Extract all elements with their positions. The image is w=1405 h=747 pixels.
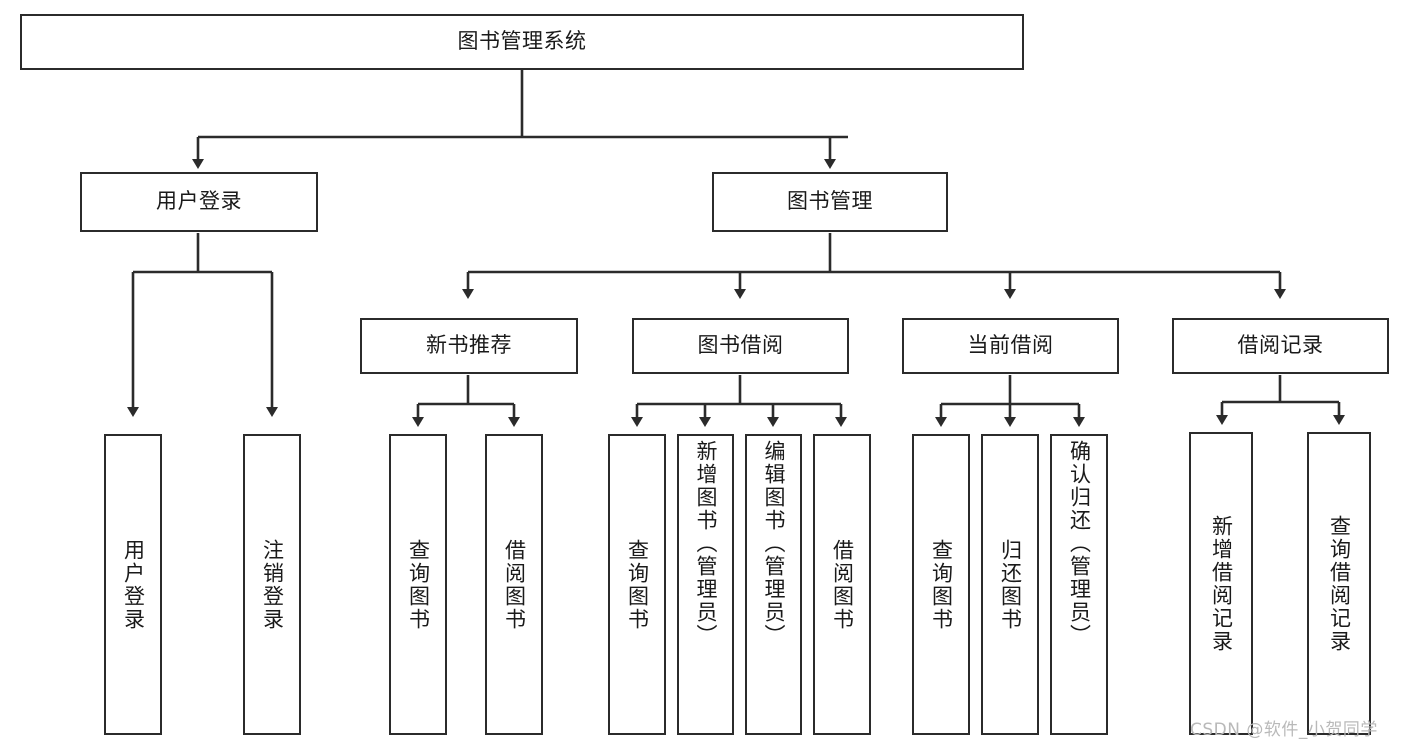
node-leaf-logout[interactable]: 注销登录	[243, 434, 301, 735]
node-leaf-add-record-label: 新增借阅记录	[1209, 514, 1234, 653]
node-current-borrow[interactable]: 当前借阅	[902, 318, 1119, 374]
node-leaf-query-book-3-label: 查询图书	[929, 538, 954, 631]
csdn-watermark: CSDN @软件_小贺同学	[1190, 720, 1378, 740]
node-leaf-user-login[interactable]: 用户登录	[104, 434, 162, 735]
node-book-borrow-label: 图书借阅	[697, 333, 784, 358]
node-leaf-query-record[interactable]: 查询借阅记录	[1307, 432, 1371, 735]
node-root-label: 图书管理系统	[457, 29, 587, 54]
node-borrow-record[interactable]: 借阅记录	[1172, 318, 1389, 374]
node-user-login[interactable]: 用户登录	[80, 172, 318, 232]
node-leaf-borrow-book-2-label: 借阅图书	[830, 538, 855, 631]
node-root[interactable]: 图书管理系统	[20, 14, 1024, 70]
node-leaf-query-book-1-label: 查询图书	[406, 538, 431, 631]
node-leaf-query-book-2-label: 查询图书	[625, 538, 650, 631]
node-leaf-add-book-label: 新增图书（管理员）	[694, 440, 718, 647]
node-leaf-query-book-1[interactable]: 查询图书	[389, 434, 447, 735]
node-book-manage-label: 图书管理	[787, 189, 873, 214]
node-new-book-rec[interactable]: 新书推荐	[360, 318, 578, 374]
node-leaf-return-book[interactable]: 归还图书	[981, 434, 1039, 735]
node-leaf-query-record-label: 查询借阅记录	[1327, 514, 1352, 653]
node-leaf-edit-book[interactable]: 编辑图书（管理员）	[745, 434, 802, 735]
node-leaf-query-book-2[interactable]: 查询图书	[608, 434, 666, 735]
node-leaf-add-book[interactable]: 新增图书（管理员）	[677, 434, 734, 735]
node-leaf-borrow-book-2[interactable]: 借阅图书	[813, 434, 871, 735]
node-user-login-label: 用户登录	[156, 189, 242, 214]
node-leaf-logout-label: 注销登录	[260, 538, 285, 631]
node-leaf-add-record[interactable]: 新增借阅记录	[1189, 432, 1253, 735]
node-borrow-record-label: 借阅记录	[1237, 333, 1324, 358]
node-leaf-confirm-return-label: 确认归还（管理员）	[1067, 440, 1092, 647]
node-current-borrow-label: 当前借阅	[967, 333, 1054, 358]
node-book-borrow[interactable]: 图书借阅	[632, 318, 849, 374]
node-leaf-return-book-label: 归还图书	[998, 538, 1023, 631]
node-leaf-borrow-book-1-label: 借阅图书	[502, 538, 527, 631]
node-leaf-confirm-return[interactable]: 确认归还（管理员）	[1050, 434, 1108, 735]
node-leaf-user-login-label: 用户登录	[121, 538, 146, 631]
node-leaf-borrow-book-1[interactable]: 借阅图书	[485, 434, 543, 735]
node-leaf-query-book-3[interactable]: 查询图书	[912, 434, 970, 735]
node-leaf-edit-book-label: 编辑图书（管理员）	[762, 440, 786, 647]
node-new-book-rec-label: 新书推荐	[426, 333, 512, 358]
node-book-manage[interactable]: 图书管理	[712, 172, 948, 232]
